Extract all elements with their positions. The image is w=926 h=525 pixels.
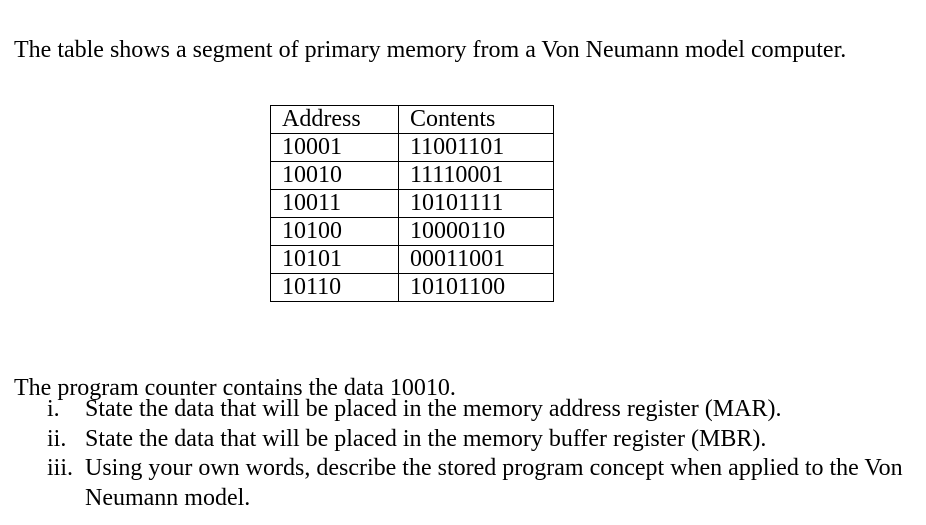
question-text: Using your own words, describe the store… [85, 455, 903, 511]
question-text: State the data that will be placed in th… [85, 425, 767, 452]
question-text: State the data that will be placed in th… [85, 396, 782, 422]
question-number: i. [47, 396, 60, 422]
question-item: i. State the data that will be placed in… [47, 395, 926, 425]
contents-cell: 11001101 [398, 133, 554, 162]
address-cell: 10110 [270, 273, 399, 302]
contents-cell: 11110001 [398, 161, 554, 190]
address-cell: 10101 [270, 245, 399, 274]
address-cell: 10001 [270, 133, 399, 162]
contents-cell: 10101111 [398, 189, 554, 218]
question-number: iii. [47, 455, 74, 481]
table-row: 10011 10101111 [270, 189, 554, 218]
question-list: i. State the data that will be placed in… [47, 395, 926, 513]
question-number: ii. [47, 425, 67, 452]
table-header-contents: Contents [398, 105, 554, 134]
table-row: 10010 11110001 [270, 161, 554, 190]
table-row: 10100 10000110 [270, 217, 554, 246]
memory-table: Address Contents 10001 11001101 10010 11… [270, 105, 554, 302]
contents-cell: 10000110 [398, 217, 554, 246]
table-row: 10101 00011001 [270, 245, 554, 274]
address-cell: 10010 [270, 161, 399, 190]
program-counter-paragraph: The program counter contains the data 10… [14, 375, 456, 401]
address-cell: 10100 [270, 217, 399, 246]
table-row: 10001 11001101 [270, 133, 554, 162]
table-header-row: Address Contents [270, 105, 554, 134]
intro-paragraph: The table shows a segment of primary mem… [14, 37, 847, 63]
question-item: iii. Using your own words, describe the … [47, 454, 926, 513]
table-row: 10110 10101100 [270, 273, 554, 302]
address-cell: 10011 [270, 189, 399, 218]
contents-cell: 00011001 [398, 245, 554, 274]
contents-cell: 10101100 [398, 273, 554, 302]
table-header-address: Address [270, 105, 399, 134]
question-item: ii. State the data that will be placed i… [47, 425, 926, 455]
